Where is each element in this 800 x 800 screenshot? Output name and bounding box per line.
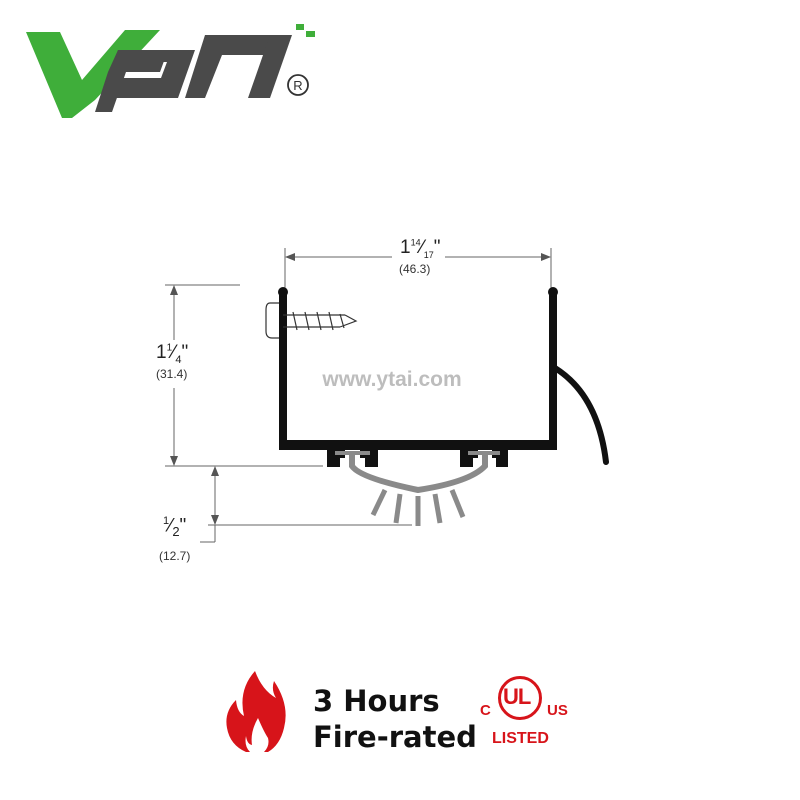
svg-text:R: R [293, 78, 302, 93]
fire-rating-line2: Fire-rated [313, 720, 477, 754]
brush-dimension-label: 1⁄2" [163, 515, 187, 540]
height-dimension-label: 11⁄4" [156, 342, 189, 366]
ul-listed-mark: UL C US LISTED [476, 674, 576, 754]
width-metric-label: (46.3) [399, 262, 431, 276]
brush-dimension-line [200, 466, 412, 543]
screw-icon [265, 302, 358, 339]
fire-rating-line1: 3 Hours [313, 684, 440, 718]
brush-seal [335, 451, 500, 526]
logo-i [248, 35, 292, 98]
registered-mark-icon [287, 74, 309, 96]
logo-o [100, 50, 195, 98]
yoti-logo: R [26, 24, 315, 118]
seal-flap [552, 365, 609, 465]
height-metric-label: (31.4) [156, 367, 188, 381]
height-dimension-line [165, 284, 323, 467]
logo-r [185, 35, 280, 98]
brush-metric-label: (12.7) [159, 549, 191, 563]
width-dimension-label: 114⁄17" [400, 237, 441, 260]
width-dimension-line [284, 248, 552, 288]
watermark: www.ytai.com [321, 368, 461, 391]
